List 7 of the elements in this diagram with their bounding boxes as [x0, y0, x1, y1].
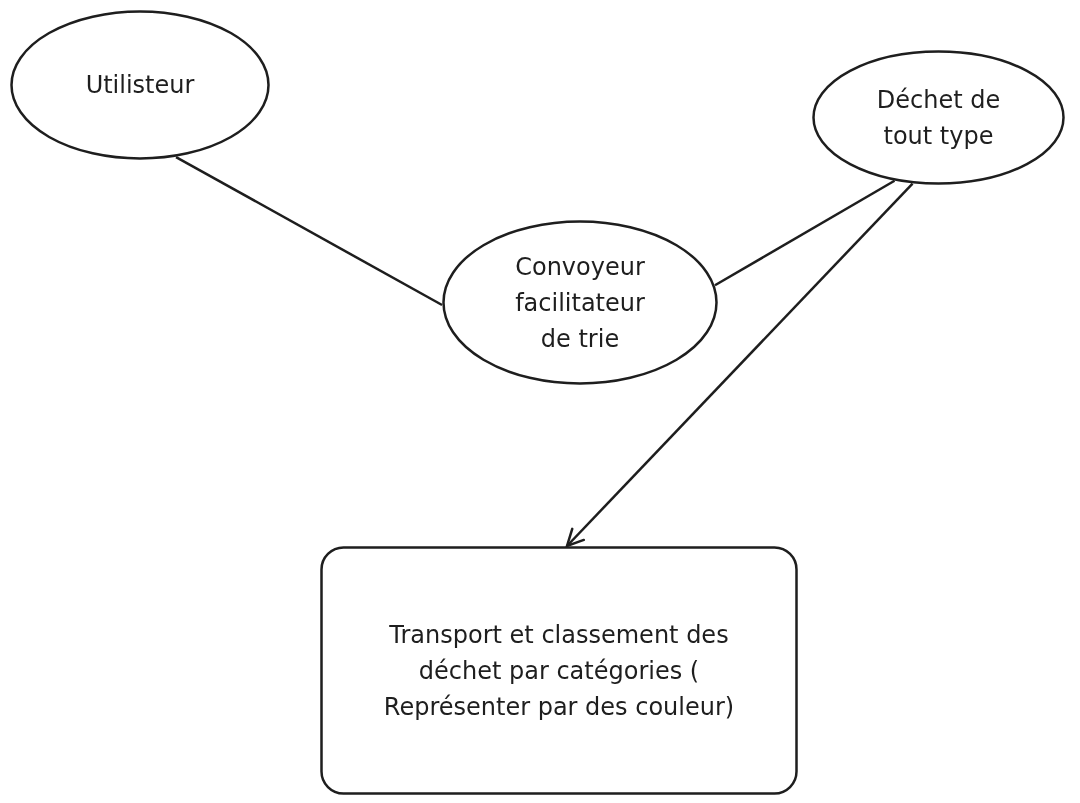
- node-label: Utilisteur: [85, 70, 195, 101]
- connector-line: [714, 179, 896, 287]
- node-label: Déchet de tout type: [875, 84, 1002, 152]
- node-label: Transport et classement des déchet par catégories ( Représenter par des couleur): [382, 619, 736, 723]
- node-label: Convoyeur facilitateur de trie: [514, 251, 646, 355]
- connector-line: [175, 155, 443, 307]
- arrow: [565, 182, 914, 548]
